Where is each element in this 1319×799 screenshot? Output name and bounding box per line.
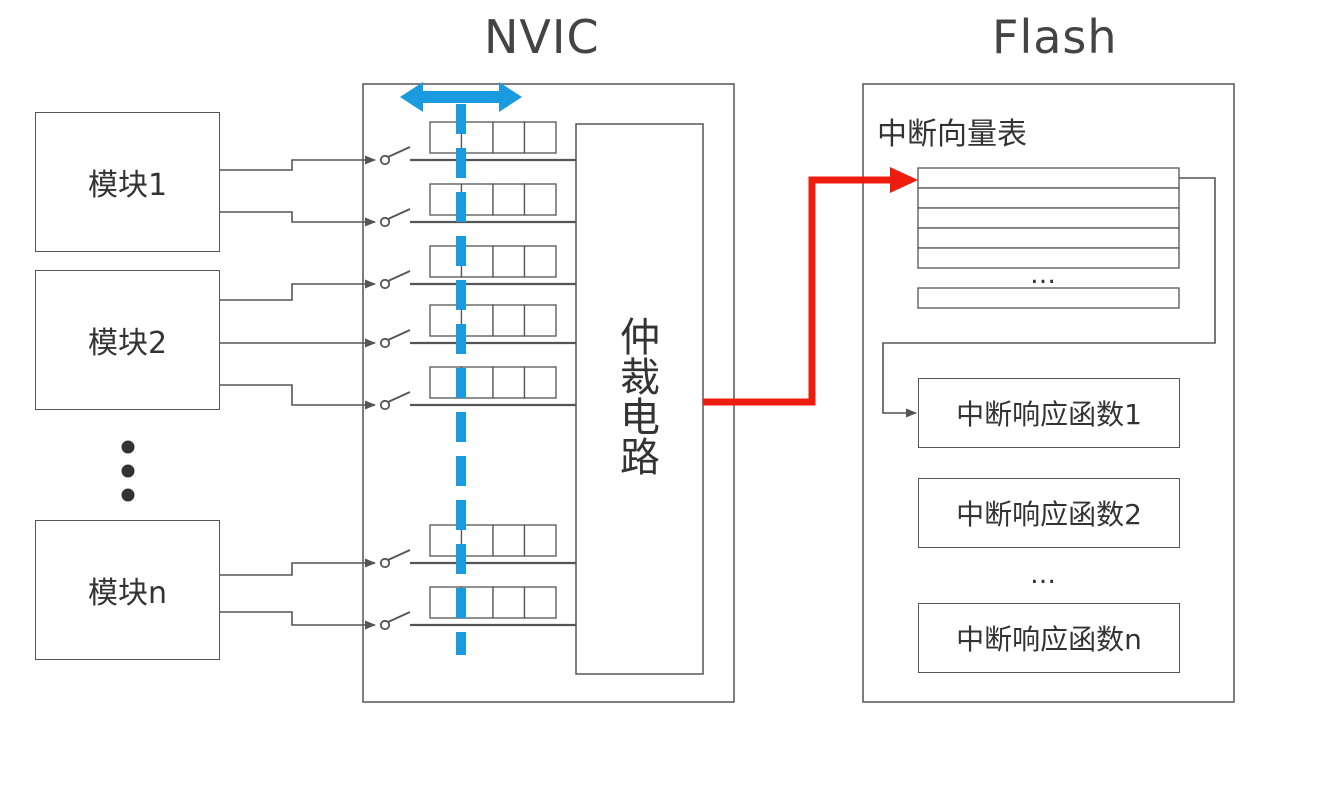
switch-lever — [387, 208, 411, 220]
switch-icon — [379, 216, 391, 228]
handler-ellipsis: … — [1030, 560, 1056, 590]
handler-box-2: 中断响应函数2 — [918, 478, 1180, 548]
register-cell — [492, 524, 526, 557]
register-cell — [523, 524, 557, 557]
switch-lever — [387, 270, 411, 282]
arbiter-char-3: 电 — [620, 395, 660, 441]
module-box-1: 模块1 — [35, 112, 220, 252]
module-signal-line — [220, 384, 377, 410]
register-cell — [523, 183, 557, 216]
switch-icon — [379, 278, 391, 290]
switch-lever — [387, 549, 411, 561]
switch-lever — [387, 146, 411, 158]
handler-box-n: 中断响应函数n — [918, 603, 1180, 673]
module-signal-line — [220, 279, 377, 301]
module-box-n: 模块n — [35, 520, 220, 660]
register-cell — [492, 183, 526, 216]
register-cell — [460, 121, 494, 154]
switch-lever — [387, 391, 411, 403]
arbiter-char-2: 裁 — [620, 355, 660, 401]
interrupt-request-path — [703, 176, 896, 406]
vector-to-handler-line — [882, 177, 1216, 418]
ellipsis-dot — [121, 464, 135, 478]
register-cell — [492, 121, 526, 154]
switch-icon — [379, 337, 391, 349]
register-cell — [460, 524, 494, 557]
vector-table-row — [917, 187, 1180, 209]
vector-table-ellipsis: … — [1030, 260, 1056, 290]
register-cell — [492, 245, 526, 278]
switch-icon — [379, 154, 391, 166]
register-cell — [460, 245, 494, 278]
ellipsis-dot — [121, 440, 135, 454]
register-cell — [523, 586, 557, 619]
switch-icon — [379, 557, 391, 569]
register-cell — [523, 121, 557, 154]
vector-table-row-last — [917, 287, 1180, 309]
ellipsis-dot — [121, 488, 135, 502]
double-arrow-icon — [400, 82, 522, 112]
register-cell — [460, 183, 494, 216]
vector-table-row — [917, 247, 1180, 269]
register-cell — [492, 304, 526, 337]
module-signal-line — [220, 611, 377, 630]
flash-title: Flash — [992, 10, 1118, 64]
flash-container — [862, 83, 1235, 703]
register-cell — [523, 304, 557, 337]
register-cell — [460, 366, 494, 399]
red-arrowhead-icon — [890, 167, 918, 193]
arbiter-box — [575, 123, 704, 675]
arbiter-char-4: 路 — [620, 435, 660, 481]
register-cell — [460, 586, 494, 619]
register-cell — [523, 366, 557, 399]
vector-table-row — [917, 207, 1180, 229]
switch-lever — [387, 611, 411, 623]
vector-table-label: 中断向量表 — [877, 117, 1027, 152]
module-signal-line — [220, 155, 377, 171]
register-cell — [460, 304, 494, 337]
register-cell — [523, 245, 557, 278]
module-signal-line — [220, 558, 377, 576]
module-box-2: 模块2 — [35, 270, 220, 410]
handler-box-1: 中断响应函数1 — [918, 378, 1180, 448]
arbiter-char-1: 仲 — [620, 315, 660, 361]
vector-table-row — [917, 167, 1180, 189]
switch-icon — [379, 619, 391, 631]
register-cell — [492, 366, 526, 399]
nvic-title: NVIC — [484, 10, 600, 64]
switch-lever — [387, 329, 411, 341]
vector-table-row — [917, 227, 1180, 249]
module-signal-line — [220, 211, 377, 227]
register-cell — [492, 586, 526, 619]
nvic-container — [362, 83, 735, 703]
switch-icon — [379, 399, 391, 411]
